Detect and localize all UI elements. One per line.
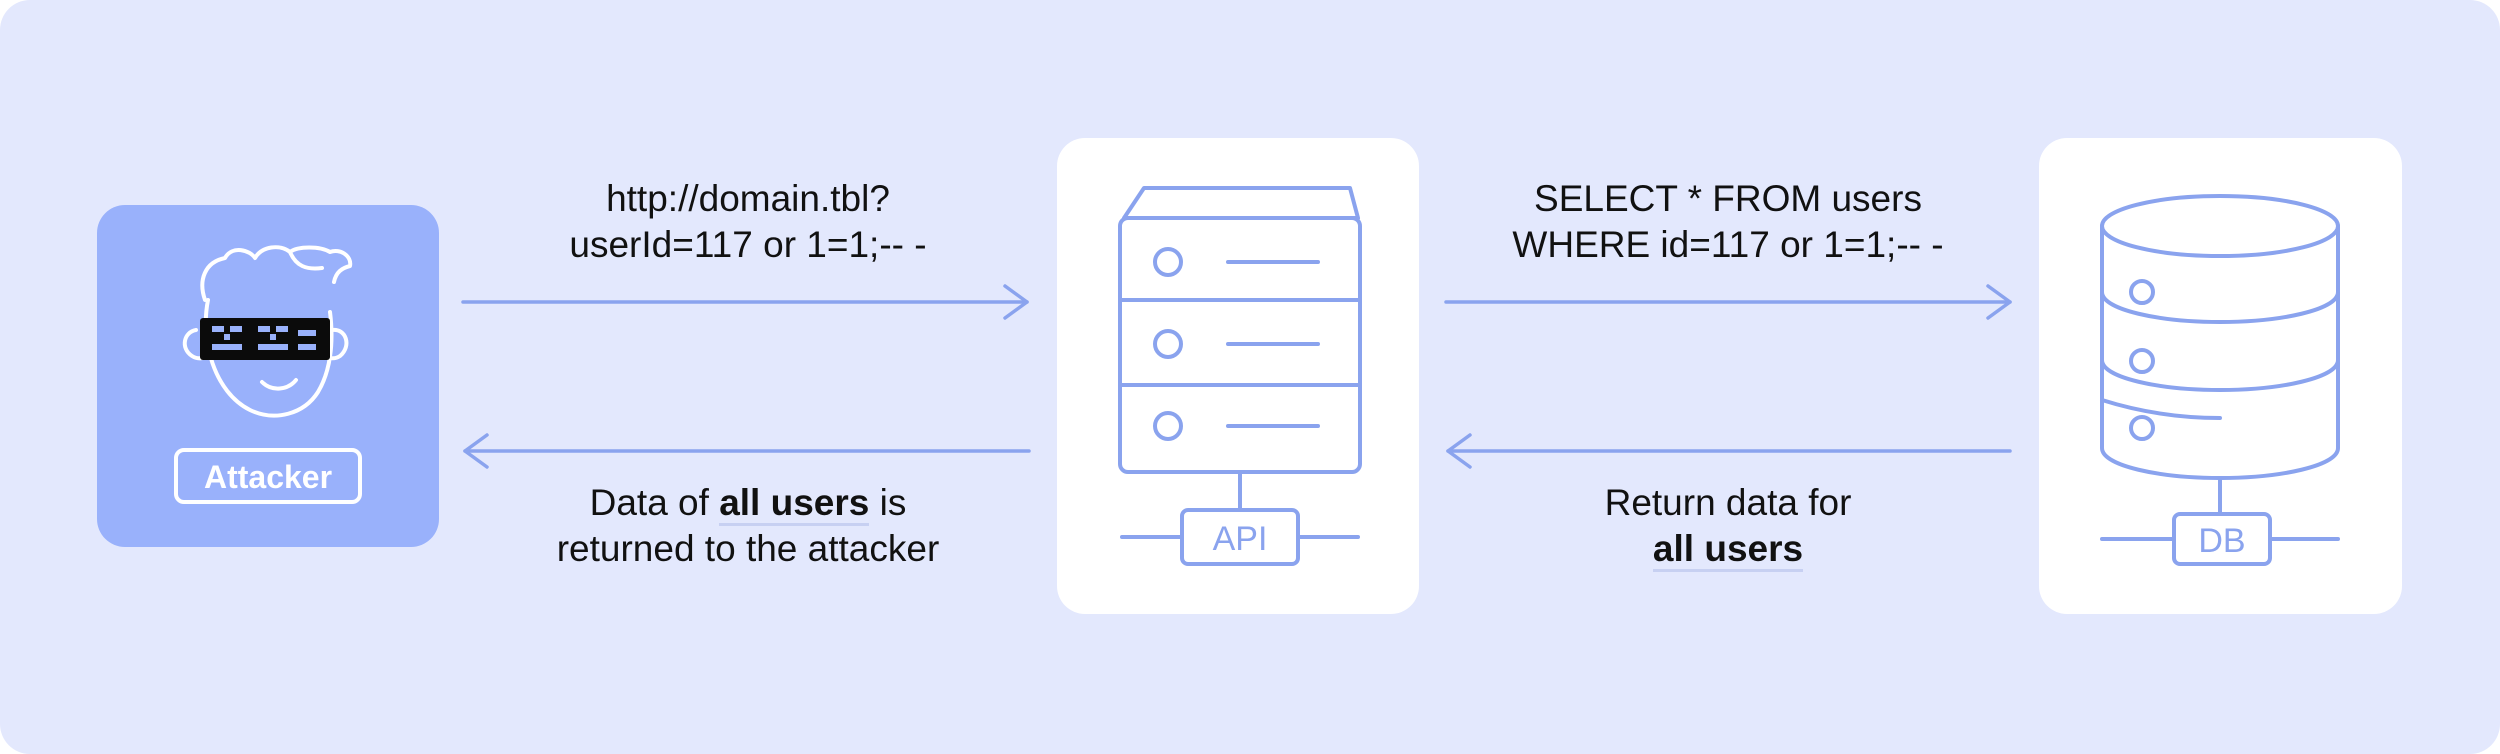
request-label-line1: http://domain.tbl? — [606, 178, 890, 219]
server-icon — [1118, 186, 1362, 566]
hacker-face-icon — [174, 245, 362, 504]
request-label-line2: userId=117 or 1=1;-- - — [569, 224, 927, 265]
db-response-label-bold: all users — [1652, 528, 1804, 572]
db-response-arrow — [1446, 433, 2012, 469]
api-response-suffix: is — [869, 482, 907, 523]
api-response-prefix: Data of — [589, 482, 720, 523]
query-label: SELECT * FROM users WHERE id=117 or 1=1;… — [1478, 176, 1978, 268]
db-response-label: Return data for all users — [1478, 480, 1978, 572]
query-label-line2: WHERE id=117 or 1=1;-- - — [1512, 224, 1944, 265]
attacker-label: Attacker — [204, 459, 332, 495]
query-arrow — [1444, 284, 2012, 320]
api-response-arrow — [463, 433, 1031, 469]
api-label: API — [1213, 520, 1268, 558]
query-label-line1: SELECT * FROM users — [1534, 178, 1922, 219]
database-icon — [2100, 194, 2340, 566]
api-response-label: Data of all users is returned to the att… — [498, 480, 998, 572]
db-response-label-line1: Return data for — [1604, 482, 1852, 523]
db-label: DB — [2198, 522, 2245, 560]
attacker-card — [97, 205, 439, 547]
api-response-bold: all users — [719, 482, 870, 526]
db-card — [2039, 138, 2402, 614]
request-arrow — [461, 284, 1029, 320]
api-response-label-line2: returned to the attacker — [556, 528, 940, 569]
request-label: http://domain.tbl? userId=117 or 1=1;-- … — [498, 176, 998, 268]
